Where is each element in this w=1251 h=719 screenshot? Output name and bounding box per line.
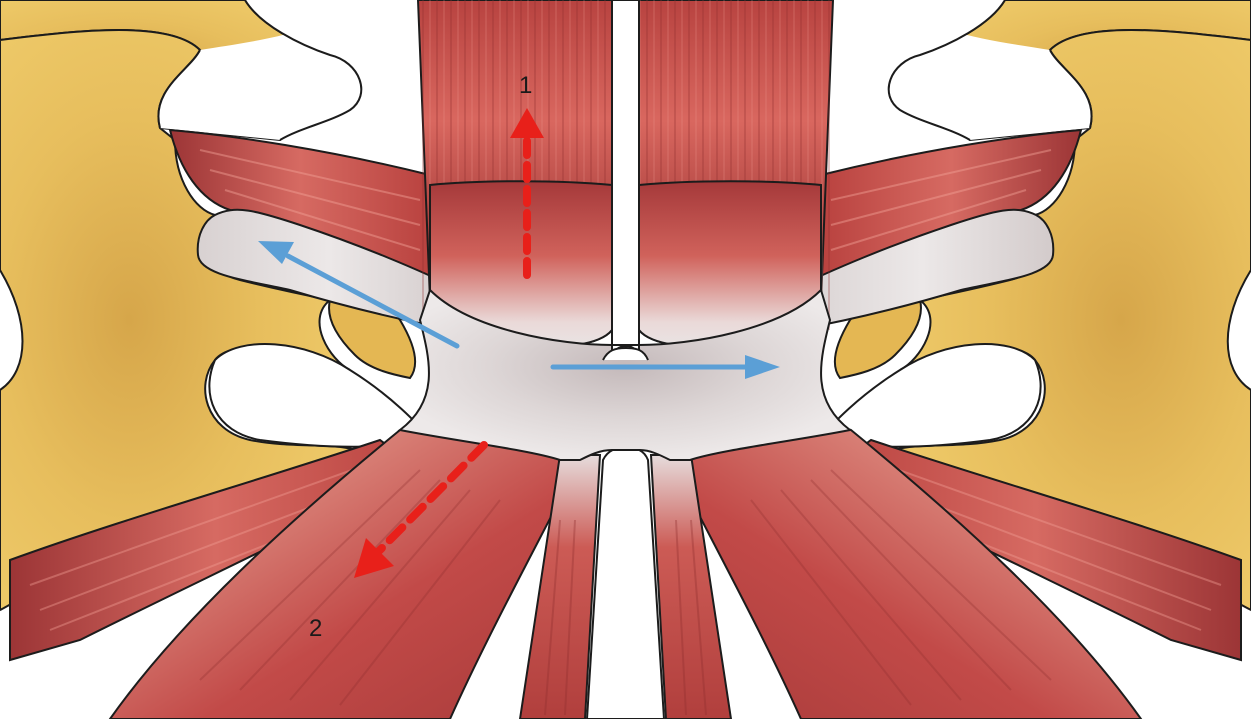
linea-alba-gap (612, 0, 639, 345)
label-1: 1 (519, 72, 532, 99)
label-2: 2 (309, 615, 322, 642)
